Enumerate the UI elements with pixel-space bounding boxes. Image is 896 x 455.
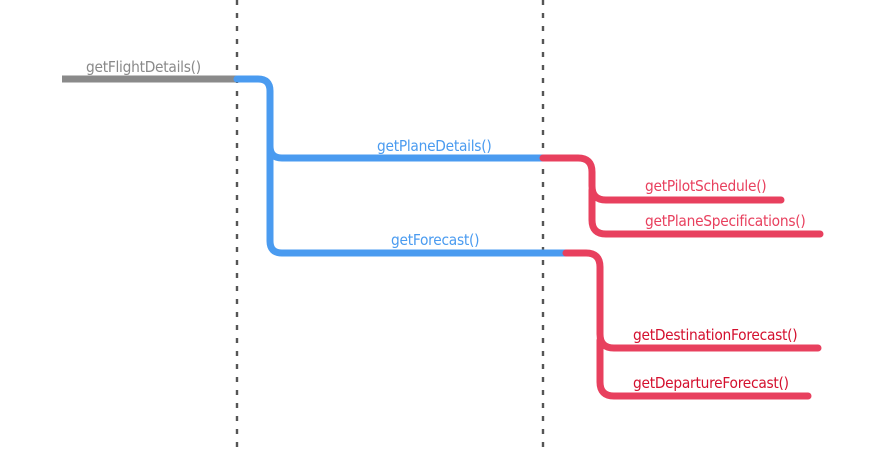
edge-forecast-to-departureforecast <box>596 336 812 400</box>
edge-root-to-forecast <box>266 116 572 257</box>
node-label-get-pilot-schedule[interactable]: getPilotSchedule() <box>645 177 767 195</box>
node-label-get-flight-details[interactable]: getFlightDetails() <box>86 58 201 76</box>
edge-planedetails-to-pilotschedule <box>539 154 785 204</box>
node-label-get-plane-details[interactable]: getPlaneDetails() <box>377 137 492 155</box>
node-label-get-plane-specifications[interactable]: getPlaneSpecifications() <box>645 212 806 230</box>
node-label-get-forecast[interactable]: getForecast() <box>391 231 480 249</box>
node-label-get-departure-forecast[interactable]: getDepartureForecast() <box>633 374 789 392</box>
node-label-get-destination-forecast[interactable]: getDestinationForecast() <box>633 326 798 344</box>
edge-forecast-to-destinationforecast <box>562 249 822 352</box>
edge-planedetails-to-planespecifications <box>588 186 824 238</box>
